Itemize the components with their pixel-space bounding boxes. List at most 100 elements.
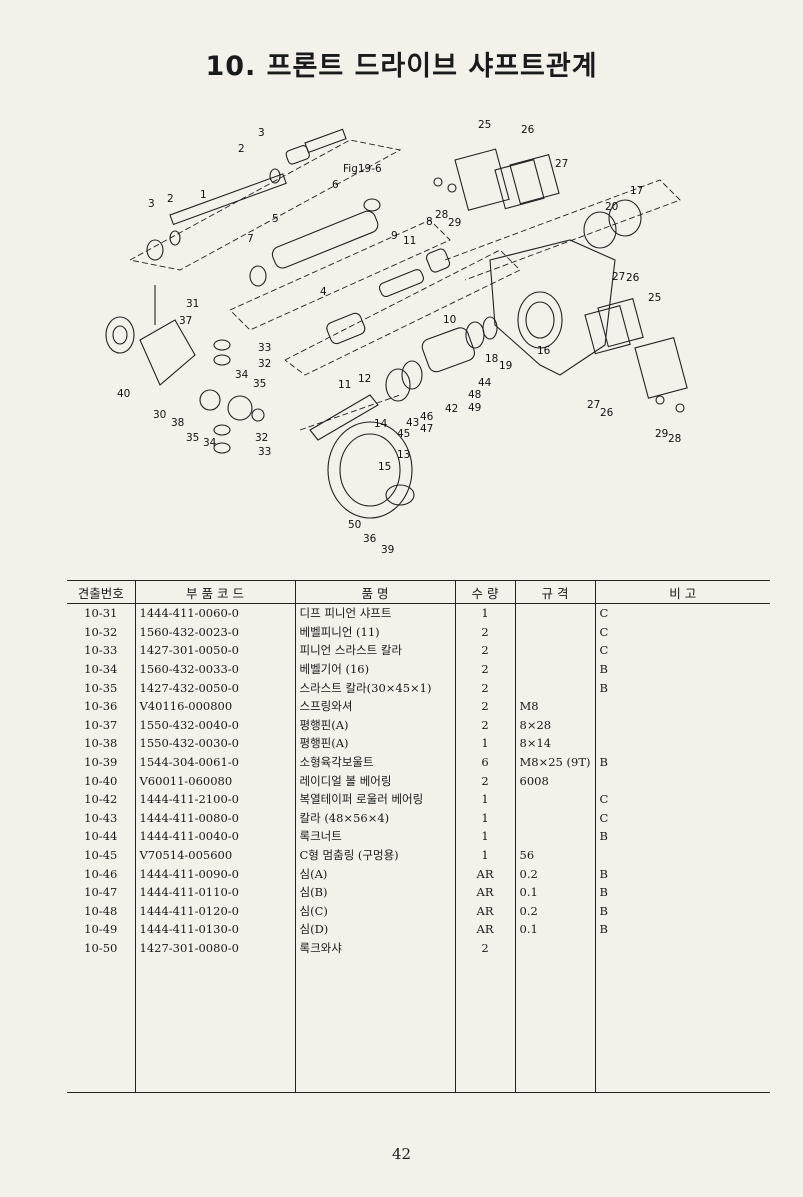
spec: [514, 938, 595, 958]
part-code: 1550-432-0040-0: [134, 715, 295, 735]
side-cover-plates: [584, 298, 688, 413]
callout: 28: [435, 209, 448, 221]
callout: 49: [468, 402, 481, 414]
quantity: 1: [454, 845, 515, 865]
callout: 37: [179, 315, 192, 327]
callout: 47: [420, 423, 433, 435]
quantity: 2: [454, 659, 515, 679]
part-name: 스라스트 칼라(30×45×1): [294, 678, 455, 697]
part-code: 1427-432-0050-0: [134, 678, 295, 697]
ring-gear-assembly: [309, 394, 415, 519]
spec: 0.1: [514, 882, 595, 902]
part-name: 칼라 (48×56×4): [294, 808, 455, 828]
quantity: AR: [454, 901, 515, 921]
part-name: 레이디얼 볼 베어링: [294, 771, 455, 790]
row-index: 10-39: [84, 755, 118, 770]
callout: 35: [253, 378, 266, 390]
callout: 3: [258, 127, 265, 139]
callout: 34: [235, 369, 249, 381]
part-code: 1444-411-0110-0: [134, 882, 295, 902]
part-code: 1444-411-0080-0: [134, 808, 295, 828]
front-shaft: [146, 128, 347, 261]
row-index: 10-32: [84, 624, 118, 639]
callout: 27: [612, 271, 625, 283]
part-name: 심(A): [294, 864, 455, 883]
callout: 43: [406, 417, 419, 429]
callout: 35: [186, 432, 199, 444]
figure-reference: Fig19-6: [343, 163, 382, 175]
callout: 25: [648, 292, 661, 304]
quantity: 2: [454, 715, 515, 735]
part-code: 1560-432-0023-0: [134, 622, 295, 642]
callout: 34: [203, 437, 217, 449]
shaft-sleeve: [249, 198, 381, 287]
row-index: 10-47: [84, 885, 118, 900]
bearing-stack: [385, 316, 498, 402]
row-index: 10-36: [84, 699, 118, 714]
filler-cell: [67, 957, 135, 1093]
remark: C: [594, 622, 770, 642]
remark: [594, 845, 770, 865]
remark: C: [594, 808, 770, 828]
row-index: 10-35: [84, 680, 118, 695]
remark: [594, 715, 770, 735]
quantity: AR: [454, 864, 515, 883]
remark: C: [594, 789, 770, 809]
callout: 33: [258, 446, 271, 458]
callout: 9: [391, 230, 398, 242]
quantity: 2: [454, 938, 515, 958]
remark: [594, 696, 770, 716]
spec: 0.1: [514, 920, 595, 939]
remark: B: [594, 920, 770, 939]
part-name: 평행핀(A): [294, 734, 455, 753]
callout: 19: [499, 360, 512, 372]
part-code: 1444-411-0040-0: [134, 827, 295, 846]
spec: [514, 678, 595, 697]
remark: B: [594, 864, 770, 883]
callout: 20: [605, 201, 618, 213]
callout: 26: [600, 407, 614, 419]
part-name: 소형육각보울트: [294, 752, 455, 772]
header-spec: 규 격: [514, 580, 595, 604]
part-code: 1550-432-0030-0: [134, 734, 295, 753]
spec: 0.2: [514, 864, 595, 883]
callout: 17: [630, 185, 643, 197]
filler-cell: [454, 957, 515, 1093]
page-number: 42: [391, 1145, 412, 1163]
callout: 39: [381, 544, 394, 556]
top-cover-plates: [433, 148, 560, 211]
callout: 4: [320, 286, 327, 298]
part-code: 1444-411-0130-0: [134, 920, 295, 939]
part-code: V40116-000800: [134, 696, 295, 716]
part-name: 베벨피니언 (11): [294, 622, 455, 642]
callout: 5: [272, 213, 279, 225]
row-index: 10-48: [84, 903, 118, 918]
row-index: 10-49: [84, 922, 118, 937]
callout: 11: [338, 379, 351, 391]
spec: [514, 789, 595, 809]
spec: [514, 808, 595, 828]
callout: 15: [378, 461, 391, 473]
row-index: 10-50: [84, 940, 118, 955]
part-name: 심(B): [294, 882, 455, 902]
callout: 30: [153, 409, 166, 421]
spec: 56: [514, 845, 595, 865]
quantity: 1: [454, 827, 515, 846]
quantity: 1: [454, 734, 515, 753]
part-code: 1444-411-0060-0: [134, 603, 295, 623]
spec: M8: [514, 696, 595, 716]
spec: [514, 827, 595, 846]
callout: 48: [468, 389, 481, 401]
remark: [594, 734, 770, 753]
